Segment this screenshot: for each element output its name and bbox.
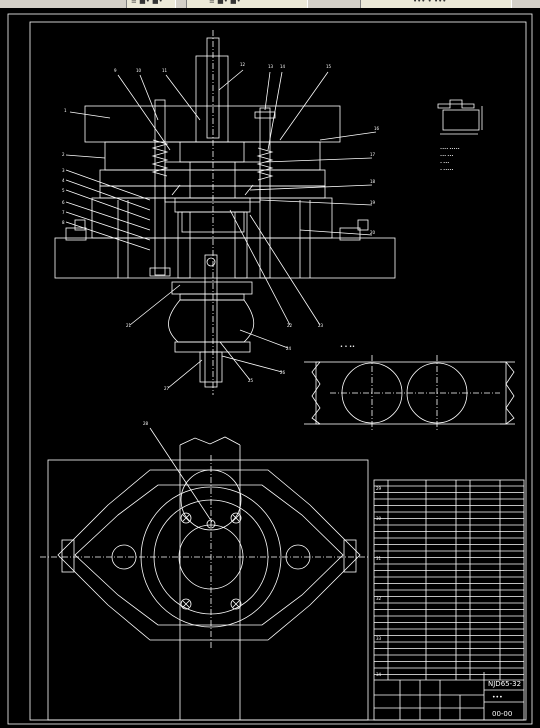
- part-callout-24: 24: [286, 346, 292, 351]
- part-callout-34: 34: [376, 672, 382, 677]
- part-callout-28: 28: [143, 421, 149, 426]
- part-callout-26: 26: [280, 370, 286, 375]
- part-callout-6: 6: [62, 200, 65, 205]
- part-callout-14: 14: [280, 64, 286, 69]
- part-callout-33: 33: [376, 636, 382, 641]
- parts-list-table: [373, 479, 525, 721]
- part-callout-9: 9: [114, 68, 117, 73]
- tech-notes: •••• ••••• ••• ••• • ••• • •••••: [440, 147, 460, 172]
- part-callout-7: 7: [62, 210, 65, 215]
- die-plan-view: [40, 427, 370, 721]
- part-callout-21: 21: [126, 323, 132, 328]
- toolbar-tab-3[interactable]: ••• • •••: [360, 0, 512, 8]
- part-callout-16: 16: [374, 126, 380, 131]
- toolbar-tab-2[interactable]: ≡ ■• ■•: [186, 0, 308, 8]
- tech-note-2: ••• •••: [440, 154, 454, 158]
- part-callout-12: 12: [240, 62, 246, 67]
- part-callout-31: 31: [376, 556, 382, 561]
- section-label: • • ••: [340, 344, 355, 350]
- part-callout-13: 13: [268, 64, 274, 69]
- drawing-code: 00-00: [492, 710, 512, 718]
- part-callout-23: 23: [318, 323, 324, 328]
- part-callout-15: 15: [326, 64, 332, 69]
- part-callout-30: 30: [376, 516, 382, 521]
- strip-layout-view: [304, 355, 515, 432]
- sheet-border: [7, 13, 533, 725]
- part-callout-22: 22: [287, 323, 293, 328]
- app-toolbar: ≡ ■• ■• ≡ ■• ■• ••• • •••: [0, 0, 540, 8]
- part-callout-17: 17: [370, 152, 376, 157]
- part-callout-20: 20: [370, 230, 376, 235]
- part-callout-1: 1: [64, 108, 67, 113]
- die-assembly-section: [54, 30, 396, 395]
- part-callout-2: 2: [62, 152, 65, 157]
- part-callout-27: 27: [164, 386, 170, 391]
- toolbar-tab-1[interactable]: ≡ ■• ■•: [126, 0, 176, 8]
- drawing-name: •••: [492, 694, 503, 701]
- part-callout-5: 5: [62, 188, 65, 193]
- part-callout-18: 18: [370, 179, 376, 184]
- toolbar-tab-1-label: ≡ ■• ■•: [131, 0, 163, 5]
- drawing-number: NJD65-32: [488, 680, 521, 688]
- tech-note-1: •••• •••••: [440, 147, 460, 151]
- part-callout-19: 19: [370, 200, 376, 205]
- part-callout-11: 11: [162, 68, 168, 73]
- part-profile-sketch: [437, 99, 483, 135]
- part-callout-10: 10: [136, 68, 142, 73]
- part-callout-4: 4: [62, 178, 65, 183]
- parts-list-rows: [374, 485, 524, 675]
- toolbar-tab-2-label: ≡ ■• ■•: [209, 0, 241, 5]
- tech-note-4: • •••••: [440, 168, 454, 172]
- part-callout-32: 32: [376, 596, 382, 601]
- toolbar-tab-3-label: ••• • •••: [413, 0, 447, 5]
- leader-lines-top: [65, 69, 377, 389]
- tech-note-3: • •••: [440, 161, 449, 165]
- part-callout-25: 25: [248, 378, 254, 383]
- part-callout-29: 29: [376, 486, 382, 491]
- part-callout-8: 8: [62, 220, 65, 225]
- part-callout-3: 3: [62, 168, 65, 173]
- cad-drawing-canvas: 1234567891011121314151617181920212223242…: [7, 13, 533, 725]
